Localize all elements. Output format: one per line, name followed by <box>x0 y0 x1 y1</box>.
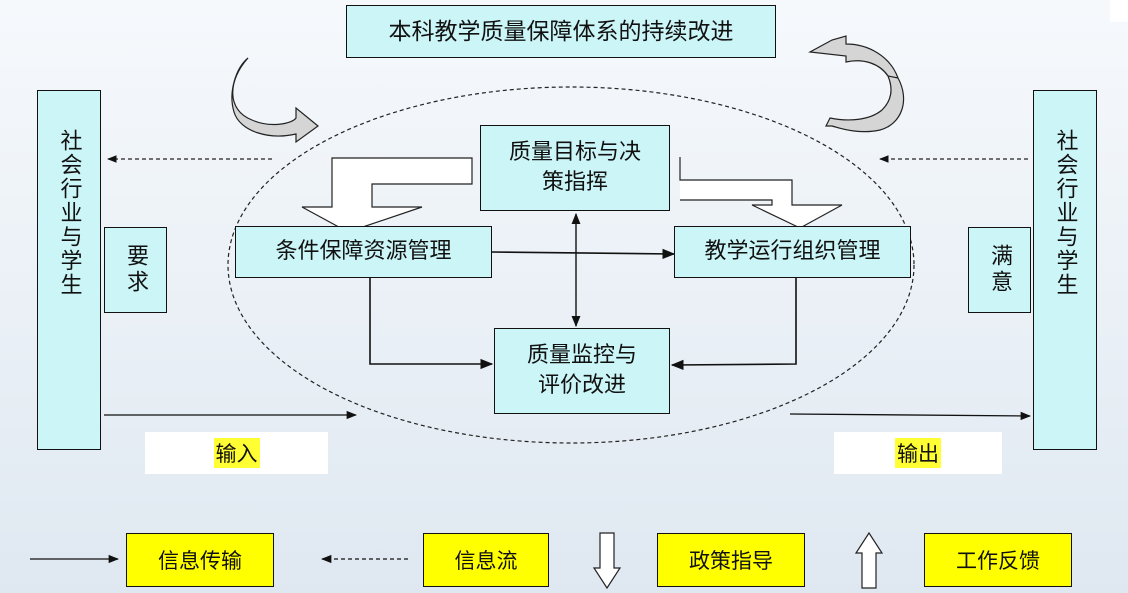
corner-patch <box>1110 0 1128 22</box>
block-arrow-goal-to-resources <box>301 157 473 233</box>
legend-work-feedback: 工作反馈 <box>924 533 1072 587</box>
node-resources-label: 条件保障资源管理 <box>275 239 452 264</box>
arrow-resources-to-operations <box>491 248 676 259</box>
system-boundary-ellipse <box>227 86 915 444</box>
requirement-label: 要求 <box>123 244 148 296</box>
legend-down-arrow <box>592 532 622 590</box>
legend-up-arrow <box>854 531 884 589</box>
output-label: 输出 <box>895 438 941 468</box>
node-quality-goal: 质量目标与决策指挥 <box>480 125 670 211</box>
requirement-box: 要求 <box>104 227 167 313</box>
block-arrow-goal-to-operations <box>679 157 843 229</box>
arrow-resources-to-monitor <box>369 278 494 370</box>
node-quality-monitor-label: 质量监控与评价改进 <box>526 343 637 398</box>
arrow-operations-to-monitor <box>670 278 797 371</box>
input-label-box: 输入 <box>145 432 328 474</box>
right-party-label: 社会行业与学生 <box>1052 129 1078 297</box>
node-resources: 条件保障资源管理 <box>235 226 492 278</box>
satisfaction-box: 满意 <box>968 227 1031 313</box>
legend-policy-guidance-label: 政策指导 <box>689 549 773 573</box>
arrow-output <box>789 411 1032 421</box>
curved-arrow-left <box>231 57 319 144</box>
legend-work-feedback-label: 工作反馈 <box>956 549 1040 573</box>
output-label-box: 输出 <box>834 432 1002 474</box>
input-label: 输入 <box>213 438 260 468</box>
node-quality-goal-label: 质量目标与决策指挥 <box>508 140 641 195</box>
diagram-title: 本科教学质量保障体系的持续改进 <box>346 5 776 58</box>
legend-info-flow: 信息流 <box>423 533 549 587</box>
node-quality-monitor: 质量监控与评价改进 <box>494 328 670 414</box>
left-party-box: 社会行业与学生 <box>37 90 101 450</box>
legend-info-transfer-label: 信息传输 <box>158 549 242 573</box>
node-operations: 教学运行组织管理 <box>674 226 911 278</box>
right-party-box: 社会行业与学生 <box>1033 90 1097 450</box>
satisfaction-label: 满意 <box>987 244 1012 296</box>
left-party-label: 社会行业与学生 <box>56 129 82 297</box>
legend-info-transfer: 信息传输 <box>126 533 274 587</box>
legend-policy-guidance: 政策指导 <box>657 533 805 587</box>
legend-info-flow-label: 信息流 <box>454 549 518 573</box>
node-operations-label: 教学运行组织管理 <box>704 239 881 264</box>
curved-arrow-right <box>808 35 905 133</box>
